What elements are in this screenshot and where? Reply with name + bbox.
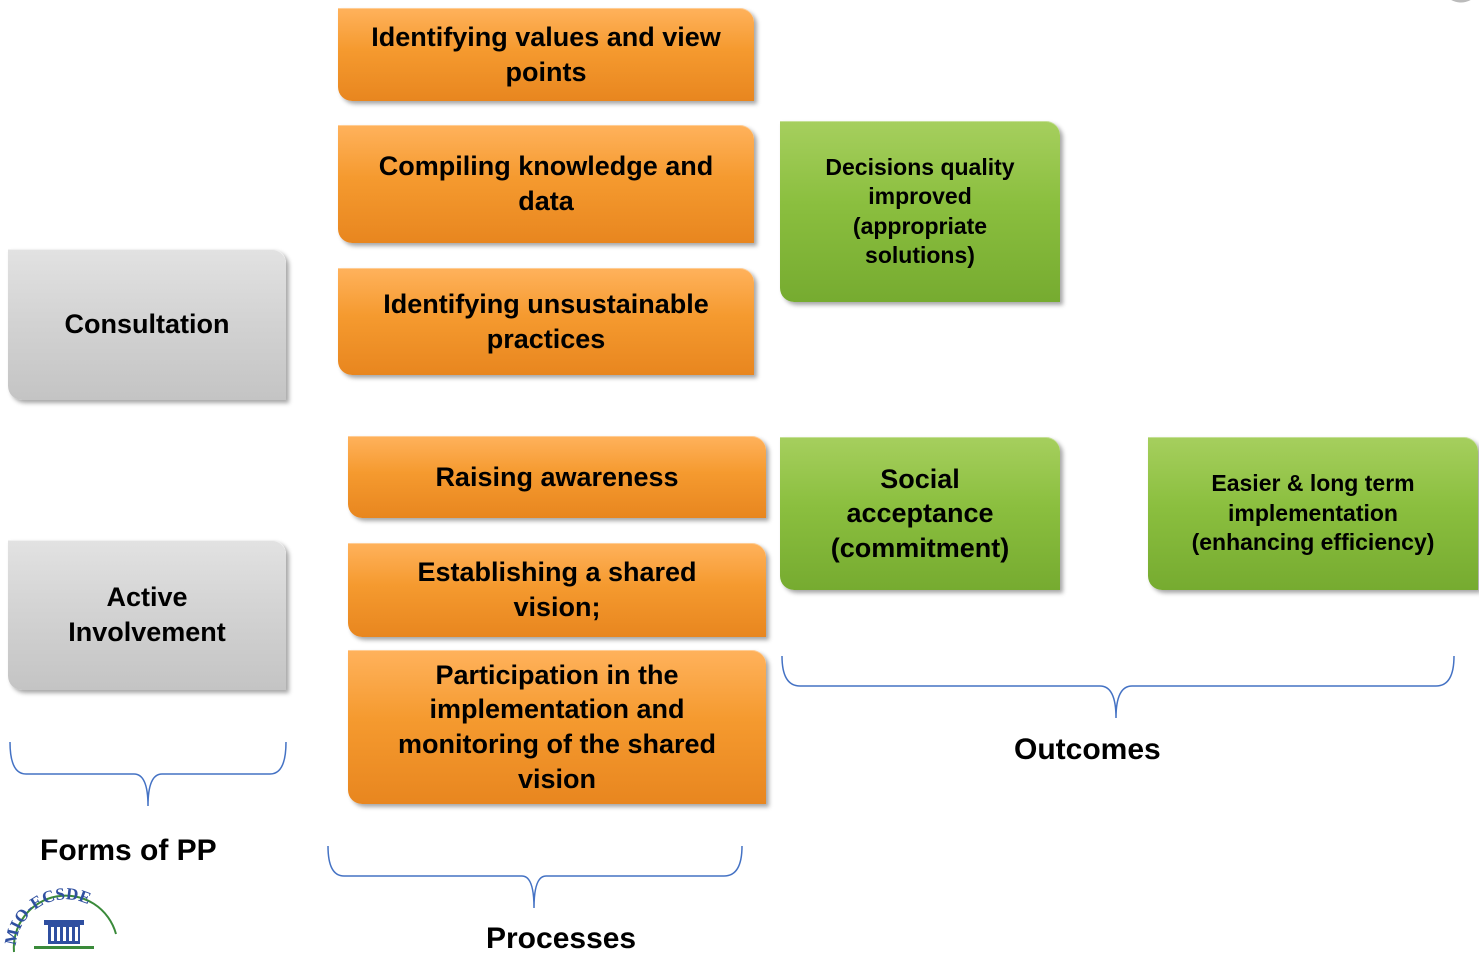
process-label: Compiling knowledge and data	[378, 151, 714, 216]
forms-label: Forms of PP	[40, 834, 217, 867]
process-label: Identifying values and view points	[371, 21, 721, 87]
form-label: Active Involvement	[68, 582, 226, 647]
processes-brace	[327, 845, 743, 909]
corner-decoration	[1451, 0, 1471, 3]
process-box-raising-awareness: Raising awareness	[348, 436, 766, 518]
process-box-participation: Participation in the implementation and …	[348, 650, 766, 804]
form-box-consultation: Consultation	[8, 249, 286, 400]
outcomes-brace	[781, 655, 1455, 719]
process-label: Raising awareness	[435, 461, 679, 492]
process-label: Identifying unsustainable practices	[383, 288, 709, 354]
process-box-compiling-knowledge: Compiling knowledge and data	[338, 125, 754, 243]
outcome-box-decisions-quality: Decisions quality improved (appropriate …	[780, 121, 1060, 302]
outcome-box-social-acceptance: Social acceptance (commitment)	[780, 437, 1060, 590]
form-box-active-involvement: Active Involvement	[8, 540, 286, 690]
forms-brace	[9, 741, 287, 807]
processes-label: Processes	[486, 922, 637, 955]
process-box-identifying-values: Identifying values and view points	[338, 8, 754, 101]
process-label: Participation in the implementation and …	[397, 659, 716, 794]
process-box-shared-vision: Establishing a shared vision;	[348, 543, 766, 637]
process-label: Establishing a shared vision;	[417, 557, 697, 622]
mio-ecsde-logo: MIO-ECSDE	[4, 884, 117, 953]
outcome-label: Decisions quality improved (appropriate …	[825, 153, 1015, 268]
outcome-label: Social acceptance (commitment)	[830, 463, 1010, 563]
outcome-label: Easier & long term implementation (enhan…	[1191, 470, 1435, 556]
outcome-box-easier-implementation: Easier & long term implementation (enhan…	[1148, 437, 1478, 590]
process-box-identifying-unsustainable: Identifying unsustainable practices	[338, 268, 754, 375]
outcomes-label: Outcomes	[1014, 733, 1161, 766]
form-label: Consultation	[64, 309, 230, 340]
